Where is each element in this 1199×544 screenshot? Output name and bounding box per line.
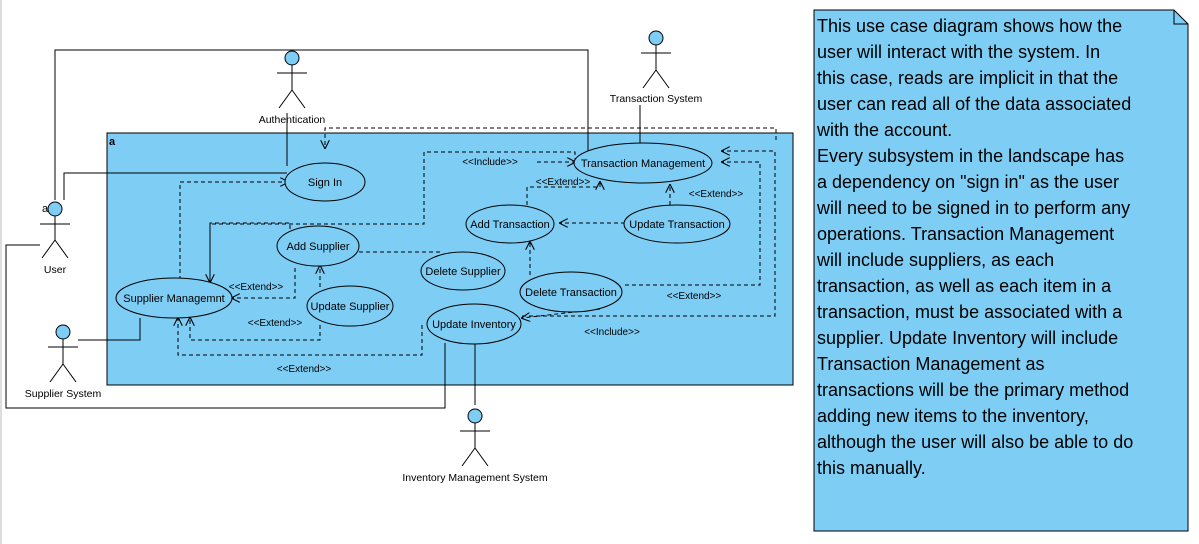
note-line: This use case diagram shows how the	[817, 16, 1122, 36]
actor-label: Authentication	[259, 114, 326, 126]
use-case-label: Update Inventory	[432, 319, 516, 331]
note-line: Transaction Management as	[817, 354, 1044, 374]
note-line: Every subsystem in the landscape has	[817, 146, 1124, 166]
rel-label-extend-delete-transaction: <<Extend>>	[667, 291, 722, 302]
dep-extend-bottom	[178, 318, 423, 356]
use-case-label: Update Supplier	[311, 301, 390, 313]
actor-user[interactable]: a User	[40, 201, 70, 276]
system-boundary-label: a	[109, 136, 116, 148]
use-case-transaction-management[interactable]: Transaction Management	[573, 142, 713, 184]
use-case-label: Delete Transaction	[525, 287, 617, 299]
use-case-label: Sign In	[308, 177, 342, 189]
rel-label-extend-bottom: <<Extend>>	[277, 364, 332, 375]
dep-add-transaction-tm	[526, 182, 600, 205]
note-line: transaction, as well as each item in a	[817, 276, 1112, 296]
note-line: transaction, must be associated with a	[817, 302, 1123, 322]
use-case-label: Add Supplier	[287, 241, 350, 253]
use-case-update-supplier[interactable]: Update Supplier	[306, 285, 394, 327]
actor-prefix: a	[42, 203, 49, 215]
actor-inventory-management-system[interactable]: Inventory Management System	[402, 408, 548, 484]
use-case-add-transaction[interactable]: Add Transaction	[465, 204, 555, 244]
associations	[5, 49, 641, 409]
dep-sm-sign-in	[179, 182, 288, 280]
rel-label-include-update-inventory: <<Include>>	[584, 327, 640, 338]
dependencies	[178, 127, 777, 356]
note-line: this manually.	[817, 458, 926, 478]
note-line: adding new items to the inventory,	[817, 406, 1089, 426]
use-case-label: Update Transaction	[629, 219, 724, 231]
dep-delete-transaction-ui	[522, 308, 601, 318]
use-case-delete-supplier[interactable]: Delete Supplier	[420, 251, 506, 291]
actor-supplier-system[interactable]: Supplier System	[25, 324, 102, 400]
dep-tm-sign-in	[325, 127, 777, 148]
dep-add-supplier-sm	[210, 222, 291, 282]
dep-include-ui-tm	[522, 151, 776, 317]
rel-label-extend-update-supplier: <<Extend>>	[248, 318, 303, 329]
note-text: This use case diagram shows how the user …	[816, 16, 1133, 478]
dep-delete-transaction-tm	[625, 162, 761, 286]
actor-label: Inventory Management System	[402, 472, 548, 484]
note-line: user can read all of the data associated	[817, 94, 1131, 114]
actor-label: User	[44, 264, 67, 276]
note[interactable]: This use case diagram shows how the user …	[813, 9, 1189, 532]
use-case-label: Delete Supplier	[425, 266, 501, 278]
use-case-label: Add Transaction	[470, 219, 550, 231]
assoc-supplier-system-sm	[78, 318, 141, 341]
note-line: transactions will be the primary method	[817, 380, 1129, 400]
actor-label: Transaction System	[610, 93, 703, 105]
note-line: although the user will also be able to d…	[817, 432, 1133, 452]
assoc-user-update-inventory	[5, 244, 446, 409]
relationship-labels: <<Include>> <<Extend>> <<Extend>> <<Exte…	[229, 157, 744, 375]
note-line: a dependency on "sign in" as the user	[817, 172, 1119, 192]
use-case-sign-in[interactable]: Sign In	[284, 162, 366, 202]
use-case-label: Transaction Management	[581, 158, 705, 170]
dep-extend-sm	[232, 268, 296, 298]
assoc-user-transaction-management	[54, 49, 589, 200]
note-line: supplier. Update Inventory will include	[817, 328, 1118, 348]
rel-label-extend-update-transaction: <<Extend>>	[689, 189, 744, 200]
use-case-update-inventory[interactable]: Update Inventory	[426, 303, 522, 345]
actor-authentication[interactable]: Authentication	[259, 50, 326, 126]
rel-label-extend-supplier: <<Extend>>	[229, 282, 284, 293]
dep-delete-supplier-add	[348, 248, 440, 252]
rel-label-include-top: <<Include>>	[462, 157, 518, 168]
note-line: with the account.	[816, 120, 952, 140]
note-line: operations. Transaction Management	[817, 224, 1114, 244]
dep-update-supplier-sm	[190, 318, 321, 341]
note-line: user will interact with the system. In	[817, 42, 1100, 62]
assoc-user-sign-in	[63, 172, 287, 200]
note-line: will include suppliers, as each	[816, 250, 1054, 270]
actor-label: Supplier System	[25, 388, 102, 400]
use-case-label: Supplier Managemnt	[123, 293, 225, 305]
actor-transaction-system[interactable]: Transaction System	[610, 30, 703, 105]
use-case-delete-transaction[interactable]: Delete Transaction	[519, 271, 623, 313]
use-case-update-transaction[interactable]: Update Transaction	[623, 204, 731, 244]
dep-include-tm	[209, 151, 576, 285]
note-line: this case, reads are implicit in that th…	[817, 68, 1118, 88]
use-case-supplier-management[interactable]: Supplier Managemnt	[115, 277, 233, 319]
use-case-add-supplier[interactable]: Add Supplier	[276, 225, 360, 267]
note-line: will need to be signed in to perform any	[816, 198, 1130, 218]
rel-label-extend-add-transaction: <<Extend>>	[536, 177, 591, 188]
